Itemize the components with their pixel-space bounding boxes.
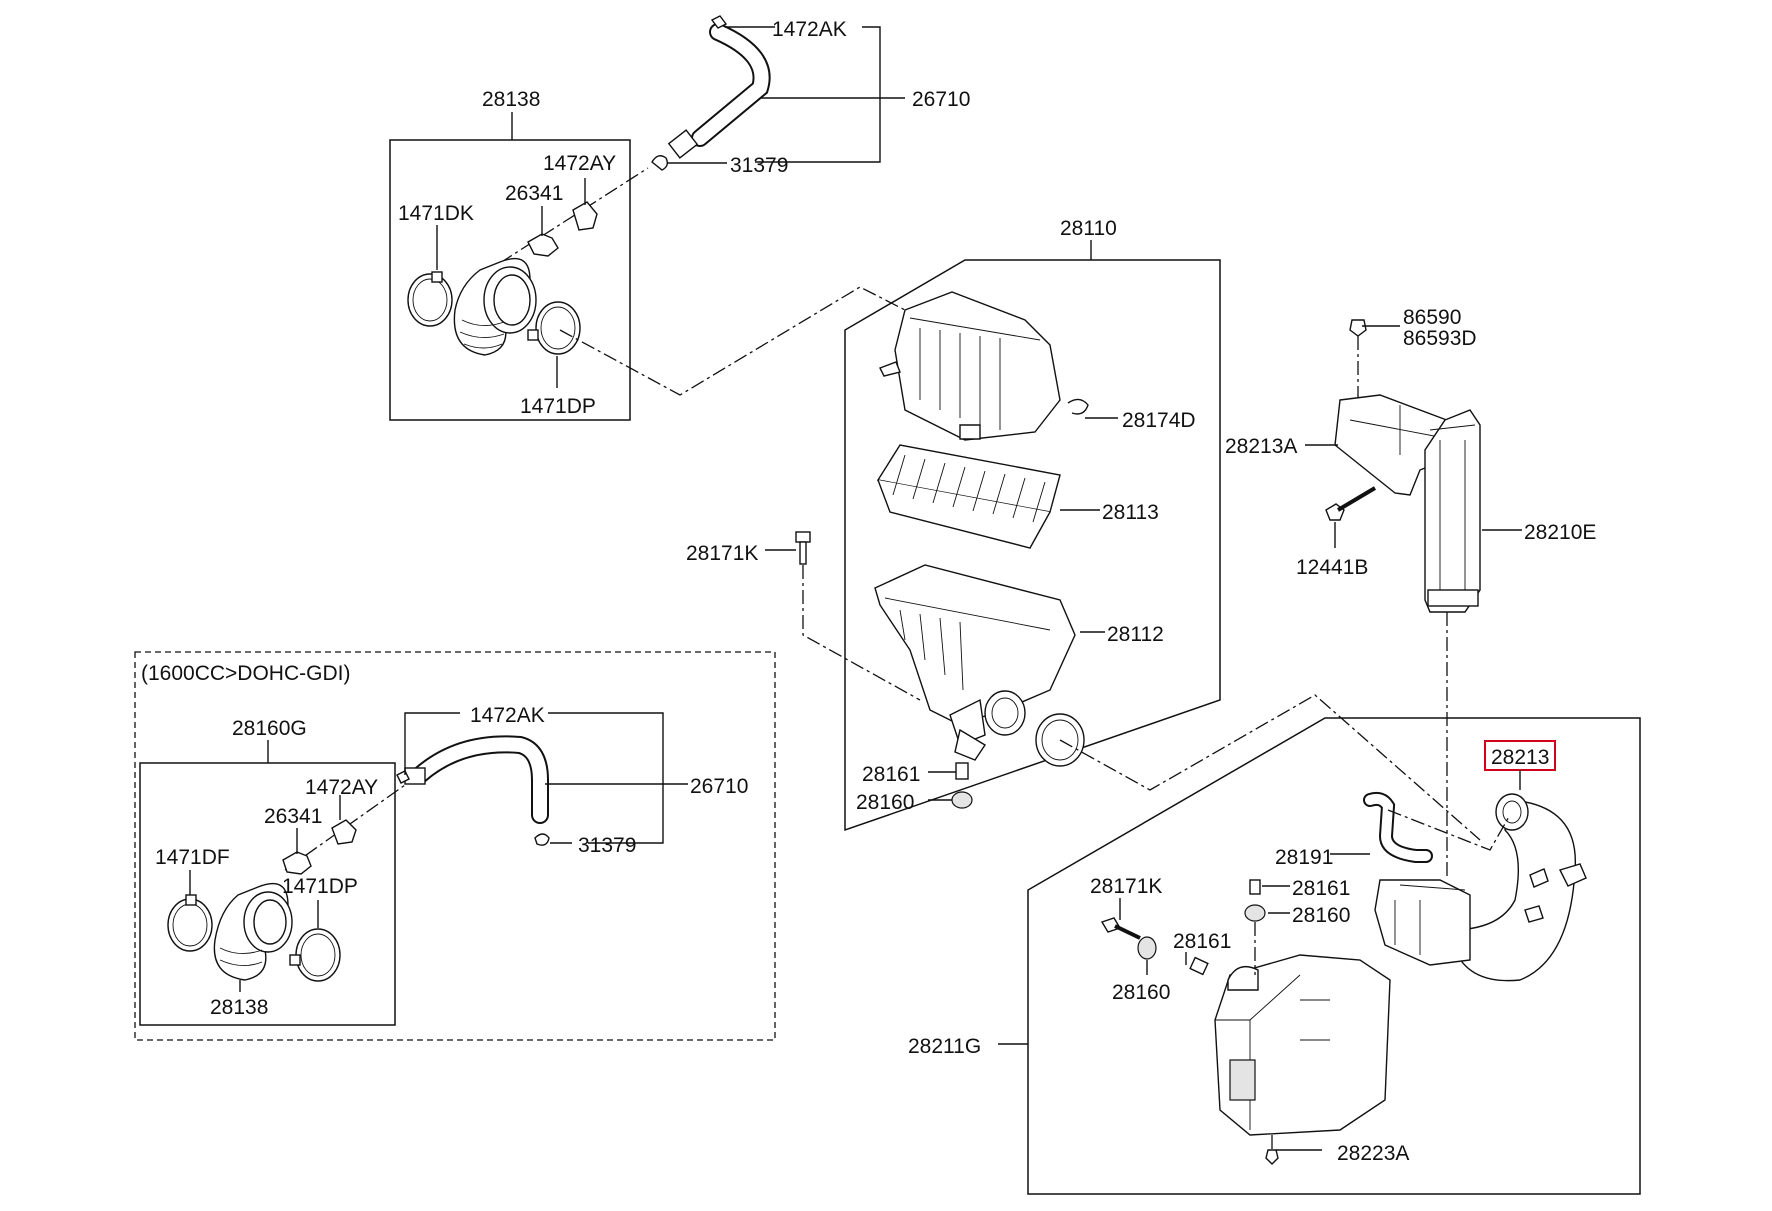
part-28211G-box: [1027, 717, 1641, 1195]
right-duct-group: 86590 86593D 28213A 28210E 12441B: [1225, 306, 1596, 880]
label-1472AY-gdi: 1472AY: [305, 776, 378, 799]
label-28223A: 28223A: [1337, 1142, 1409, 1165]
clip-28223A-part: [1265, 1149, 1279, 1165]
connector-1472AY-part: [572, 201, 598, 231]
label-28110: 28110: [1060, 217, 1117, 240]
label-1471DF-gdi: 1471DF: [155, 846, 230, 869]
gdi-sensor-26341-part: [282, 851, 312, 875]
label-28138-gdi: 28138: [210, 996, 268, 1019]
label-28211G: 28211G: [908, 1035, 981, 1058]
gdi-variant-box: [134, 651, 776, 1041]
air-cleaner-cover-part: [879, 291, 1061, 441]
label-28112: 28112: [1107, 623, 1164, 646]
label-26710-gdi: 26710: [690, 775, 748, 798]
label-86593D: 86593D: [1403, 327, 1477, 350]
grommet-28161-b-part: [1249, 879, 1261, 895]
bolt-28171K-bottom-part: [1100, 917, 1141, 940]
label-1471DP-gdi: 1471DP: [282, 875, 358, 898]
label-31379-top: 31379: [730, 154, 788, 177]
gdi-breather-hose-part: [396, 735, 549, 824]
label-28174D: 28174D: [1122, 409, 1196, 432]
part-28110-box: [844, 259, 1221, 832]
label-28160-b: 28160: [1292, 904, 1350, 927]
bolt-12441B-part: [1325, 486, 1377, 521]
breather-hose-part: [667, 15, 771, 159]
lower-right-group: 28211G 28213 28191: [908, 717, 1641, 1195]
label-28171K-top: 28171K: [686, 542, 758, 565]
label-28171K-bottom: 28171K: [1090, 875, 1162, 898]
gdi-variant-note: (1600CC>DOHC-GDI): [141, 662, 350, 685]
gdi-clamp-1471DF-part: [167, 894, 213, 952]
label-1472AK-gdi: 1472AK: [470, 704, 545, 727]
label-26341-top: 26341: [505, 182, 563, 205]
gdi-hose-clip-part: [534, 833, 550, 846]
label-86590: 86590: [1403, 306, 1461, 329]
label-1471DP-top: 1471DP: [520, 395, 596, 418]
label-12441B: 12441B: [1296, 556, 1368, 579]
gdi-clamp-1471DP-part: [289, 928, 341, 982]
label-28138-top: 28138: [482, 88, 540, 111]
gdi-connector-1472AY-part: [331, 819, 357, 845]
air-cleaner-group: 28110 28174D 28113 28112: [686, 217, 1481, 841]
hose-28191-part: [1363, 791, 1433, 863]
label-28160-c: 28160: [1112, 981, 1170, 1004]
label-26341-gdi: 26341: [264, 805, 322, 828]
label-28113: 28113: [1102, 501, 1159, 524]
bolt-28171K-top-part: [795, 531, 811, 565]
label-28160-a: 28160: [856, 791, 914, 814]
label-28213: 28213: [1491, 746, 1549, 769]
label-31379-gdi: 31379: [578, 834, 636, 857]
grommet-28161-c-part: [1189, 956, 1209, 976]
label-28161-b: 28161: [1292, 877, 1350, 900]
sensor-26341-part: [527, 233, 559, 257]
clamp-1471DP-top-part: [527, 301, 581, 355]
grommet-28161-a-part: [955, 762, 969, 780]
air-filter-element-part: [876, 444, 1061, 549]
top-left-group: 1472AK 26710 31379 28138 1472AY 26341: [389, 15, 970, 421]
grommet-28160-b-part: [1244, 904, 1266, 922]
label-26710-top: 26710: [912, 88, 970, 111]
label-1472AY-top: 1472AY: [543, 152, 616, 175]
clamp-1471DK-part: [407, 271, 453, 327]
intake-hose-28138-part: [453, 257, 537, 356]
label-1471DK-top: 1471DK: [398, 202, 474, 225]
grommet-28160-a-part: [951, 791, 973, 809]
label-1472AK-top: 1472AK: [772, 18, 847, 41]
hose-clip-part: [651, 155, 669, 171]
label-28210E: 28210E: [1524, 521, 1596, 544]
label-28191: 28191: [1275, 846, 1333, 869]
label-28161-a: 28161: [862, 763, 920, 786]
bracket-28213A-part: [1334, 394, 1471, 496]
clip-86590-part: [1349, 319, 1367, 337]
intake-hose-28213-part: [1374, 793, 1587, 982]
label-28161-c: 28161: [1173, 930, 1231, 953]
gdi-intake-hose-28138-part: [213, 882, 293, 981]
label-28160G-gdi: 28160G: [232, 717, 307, 740]
label-28213A: 28213A: [1225, 435, 1297, 458]
grommet-28160-c-part: [1137, 936, 1157, 960]
air-cleaner-lower-case-part: [1214, 954, 1391, 1136]
air-cleaner-case-part: [874, 564, 1076, 761]
duct-28210E-part: [1424, 409, 1481, 613]
part-28138-box: [389, 139, 631, 421]
gdi-variant-group: (1600CC>DOHC-GDI) 28160G 1472AK 26710 31…: [134, 651, 776, 1041]
clip-28174D-part: [1067, 398, 1089, 415]
